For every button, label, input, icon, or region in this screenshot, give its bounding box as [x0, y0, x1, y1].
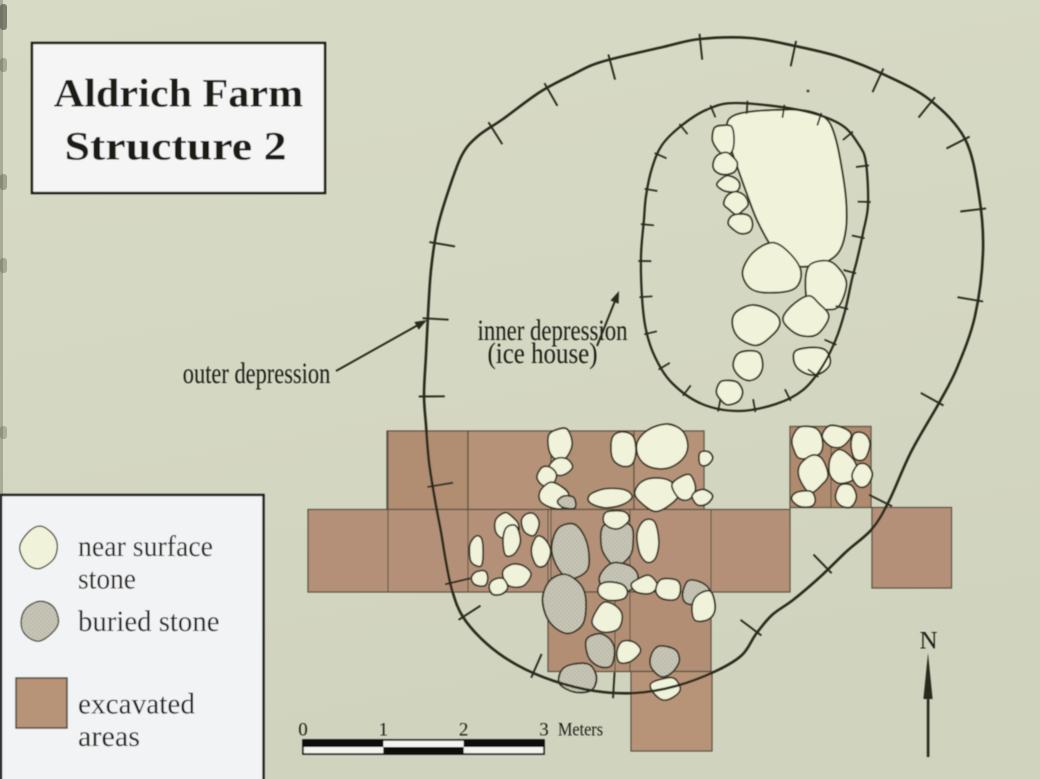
svg-text:1: 1: [379, 720, 389, 741]
svg-text:0: 0: [298, 720, 308, 741]
svg-text:near surface: near surface: [78, 530, 213, 563]
svg-text:Structure 2: Structure 2: [65, 124, 287, 169]
svg-text:2: 2: [459, 720, 469, 741]
svg-text:Aldrich Farm: Aldrich Farm: [54, 71, 304, 116]
svg-text:Meters: Meters: [558, 720, 603, 741]
svg-text:stone: stone: [78, 563, 136, 596]
svg-text:areas: areas: [78, 720, 140, 753]
svg-text:buried stone: buried stone: [78, 605, 220, 638]
svg-text:N: N: [919, 628, 937, 655]
svg-text:outer depression: outer depression: [183, 357, 330, 390]
svg-text:3: 3: [539, 720, 549, 741]
svg-text:(ice house): (ice house): [488, 337, 598, 370]
svg-text:excavated: excavated: [78, 688, 195, 721]
